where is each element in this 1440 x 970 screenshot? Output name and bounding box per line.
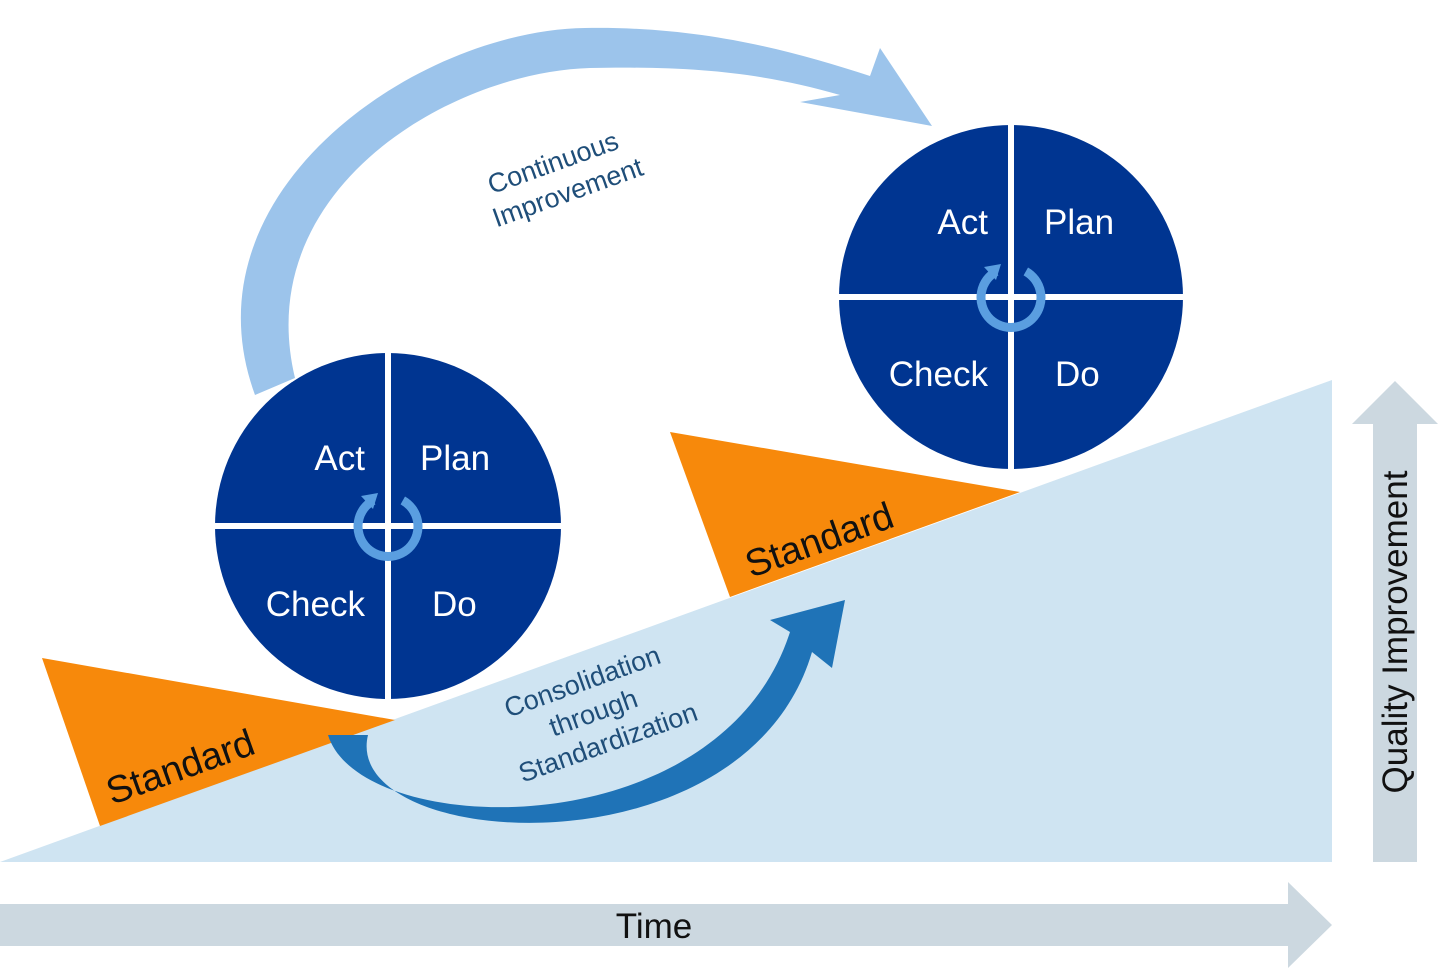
consolidation-arrow [328, 600, 845, 823]
quality-axis-label: Quality Improvement [1376, 470, 1415, 793]
standard-wedge-2 [670, 432, 1020, 597]
standard-wedge-1 [42, 658, 395, 826]
cycle-arrow-icon [976, 264, 1046, 332]
pdca-cycle-1: Act Plan Check Do [215, 353, 561, 699]
pdca-2-plan: Plan [1044, 203, 1114, 242]
quality-axis-arrow [1352, 381, 1438, 862]
pdca-2-act: Act [937, 203, 988, 242]
time-axis-arrow [0, 882, 1332, 968]
pdca-cycle-2: Act Plan Check Do [839, 125, 1183, 469]
pdca-1-plan: Plan [420, 439, 490, 478]
pdca-2-check: Check [889, 355, 989, 394]
pdca-2-do: Do [1055, 355, 1100, 394]
time-axis-label: Time [616, 907, 692, 946]
cycle-arrow-icon [353, 493, 423, 561]
continuous-improvement-label: Continuous Improvement [477, 121, 647, 234]
pdca-1-do: Do [432, 585, 477, 624]
pdca-1-check: Check [266, 585, 366, 624]
pdca-1-act: Act [314, 439, 365, 478]
continuous-improvement-arrow [240, 27, 932, 396]
